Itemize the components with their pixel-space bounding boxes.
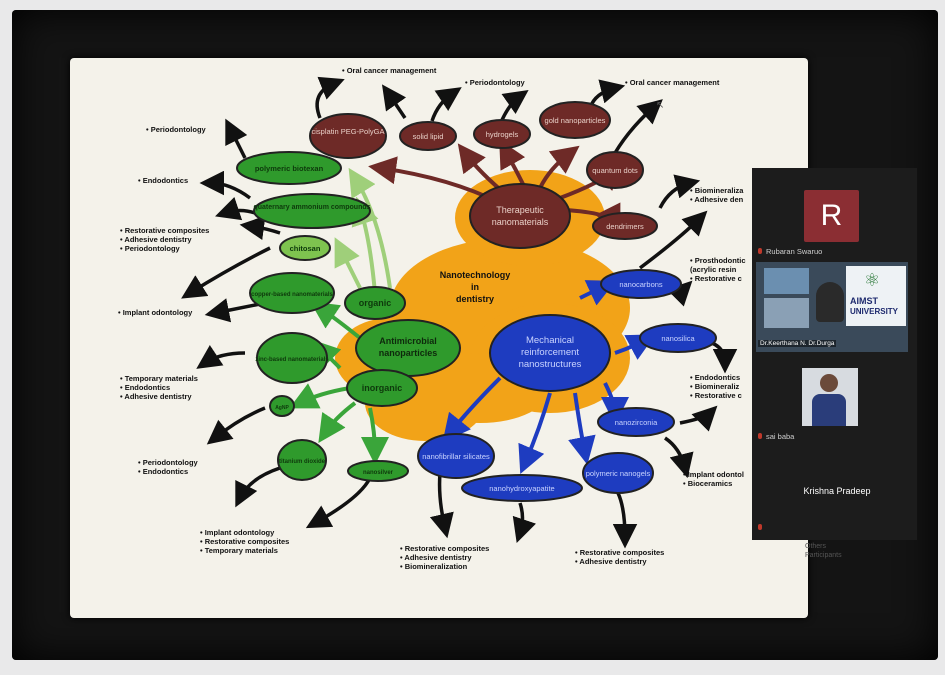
logo-area: ⚛ AIMST UNIVERSITY (846, 266, 906, 326)
node-quaternary: quaternary ammonium compounds (253, 204, 370, 211)
mechanical-title-1: Mechanical (526, 335, 574, 346)
video-caption: Dr.Keerthana N. Dr.Durga (758, 340, 837, 347)
bullet-restor-block: • Restorative composites• Adhesive denti… (120, 226, 210, 253)
node-agnp: AgNP (275, 405, 289, 411)
presentation-slide: cisplatin PEG-PolyGA solid lipid hydroge… (70, 58, 808, 618)
node-nanocarbons: nanocarbons (619, 280, 663, 289)
person-head (820, 374, 838, 392)
central-line1: Nanotechnology (440, 270, 511, 280)
node-nanozirconia: nanozirconia (615, 418, 658, 427)
node-cisplatin: cisplatin PEG-PolyGA (312, 127, 385, 136)
avatar-initial[interactable]: R (804, 190, 859, 242)
central-line2: in (471, 282, 479, 292)
bullet-perio-endo: • Periodontology• Endodontics (138, 458, 198, 476)
video-scene-panel (764, 268, 809, 294)
bullet-bottom-right: • Restorative composites• Adhesive denti… (575, 548, 665, 566)
node-nanofibrillar: nanofibrillar silicates (422, 452, 490, 461)
bullet-implant-left: • Implant odontology (118, 308, 193, 317)
antimicrobial-nodes (236, 151, 461, 482)
bullet-oral-cancer: • Oral cancer management (342, 66, 437, 75)
bullet-right-endo: • Endodontics• Biomineraliz• Restorative… (690, 373, 742, 400)
node-titanium: titanium dioxide (279, 459, 326, 465)
node-chitosan: chitosan (290, 244, 321, 253)
participant-video-1[interactable]: ⚛ AIMST UNIVERSITY Dr.Keerthana N. Dr.Du… (756, 262, 908, 352)
bullet-right-implant: • Implant odontol• Bioceramics (683, 470, 744, 488)
bullet-implant-block: • Implant odontology• Restorative compos… (200, 528, 290, 555)
bullet-perio-left: • Periodontology (146, 125, 206, 134)
node-zinc: zinc-based nanomaterials (255, 357, 329, 363)
therapeutic-nodes (309, 101, 658, 249)
node-nanosilver: nanosilver (363, 470, 394, 476)
node-nanohydroxyapatite: nanohydroxyapatite (489, 484, 554, 493)
mic-muted-icon (758, 248, 762, 254)
person-body (812, 394, 846, 426)
therapeutic-title-2: nanomaterials (492, 217, 549, 227)
bullet-right-prosth: • Prosthodontic(acrylic resin• Restorati… (690, 256, 746, 283)
therapeutic-title-1: Therapeutic (496, 205, 544, 215)
bullet-oral-cancer-right: • Oral cancer management (625, 78, 720, 87)
node-nanosilica: nanosilica (661, 334, 695, 343)
bullet-right-top: • Biomineraliza• Adhesive den (690, 186, 744, 204)
participants-panel: R Rubaran Swaruo ⚛ AIMST UNIVERSITY Dr.K… (752, 168, 917, 540)
atom-logo-icon: ⚛ (864, 270, 881, 290)
node-dendrimers: dendrimers (606, 222, 644, 231)
logo-text-1: AIMST (850, 296, 878, 306)
central-line3: dentistry (456, 294, 494, 304)
antimicrobial-title-1: Antimicrobial (379, 336, 437, 346)
node-gold: gold nanoparticles (545, 116, 606, 125)
participant-name-4: Krishna Pradeep (803, 486, 871, 496)
bullet-temp-block: • Temporary materials• Endodontics• Adhe… (120, 374, 198, 401)
mic-muted-icon-2 (758, 433, 762, 439)
bullet-endo-left: • Endodontics (138, 176, 189, 185)
person-silhouette (816, 282, 844, 322)
node-polymeric-biotexan: polymeric biotexan (255, 164, 324, 173)
antimicrobial-title-2: nanoparticles (379, 348, 438, 358)
mindmap-diagram: cisplatin PEG-PolyGA solid lipid hydroge… (181, 76, 738, 549)
bullet-bottom-mid: • Restorative composites• Adhesive denti… (400, 544, 490, 571)
mechanical-title-2: reinforcement (521, 347, 579, 358)
participant-name-1: Rubaran Swaruo (766, 247, 823, 256)
node-inorganic: inorganic (362, 383, 403, 393)
node-quantum: quantum dots (592, 166, 638, 175)
node-nanogels: polymeric nanogels (586, 469, 651, 478)
node-solid-lipid: solid lipid (413, 132, 444, 141)
mechanical-nodes (417, 269, 717, 502)
mouse-cursor-icon: ↖ (656, 100, 665, 111)
node-hydrogels: hydrogels (486, 130, 519, 139)
participant-video-2[interactable] (802, 368, 858, 426)
video-scene-panel-2 (764, 298, 809, 328)
node-copper: copper-based nanomaterials (251, 292, 333, 298)
participant-name-3: sai baba (766, 432, 795, 441)
others-footer: Others Participants (805, 543, 842, 559)
bullet-periodontology-top: • Periodontology (465, 78, 525, 87)
node-organic: organic (359, 298, 392, 308)
mechanical-title-3: nanostructures (519, 359, 582, 370)
logo-text-2: UNIVERSITY (850, 307, 899, 316)
mic-muted-icon-3 (758, 524, 762, 530)
